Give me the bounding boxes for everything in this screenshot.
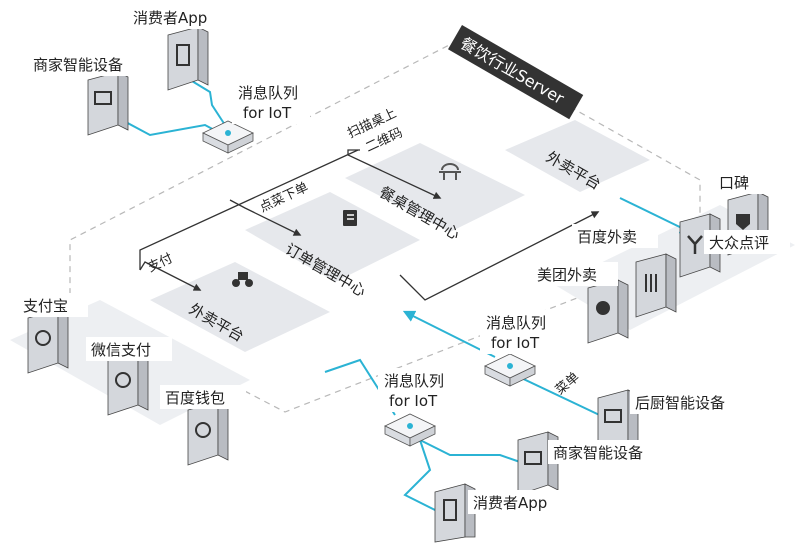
label-text: for IoT: [389, 392, 438, 410]
label-text: 后厨智能设备: [635, 394, 725, 412]
label-wechat-pay: 微信支付: [86, 337, 172, 361]
connector-takeout-right: [619, 197, 693, 234]
queue-box-bottom: [384, 413, 436, 447]
wechat-icon: [115, 372, 131, 388]
label-baidu-wallet: 百度钱包: [160, 385, 246, 409]
label-queue-right: 消息队列 for IoT: [480, 310, 558, 354]
alipay-icon: [35, 330, 51, 346]
fork-icon: [645, 274, 657, 292]
pay-flow-line: [139, 261, 202, 291]
label-alipay: 支付宝: [18, 293, 88, 317]
label-text: 美团外卖: [537, 266, 597, 284]
device-baidu-wallet: [187, 401, 229, 466]
label-text: for IoT: [243, 104, 292, 122]
label-text: 商家智能设备: [33, 56, 123, 74]
connector-queue-merchant-bottom: [419, 439, 521, 463]
table-center-hub: [345, 143, 525, 232]
order-to-takeout-line: [399, 211, 600, 301]
device-wechat-pay: [107, 351, 149, 416]
label-meituan: 美团外卖: [532, 262, 618, 286]
label-text: 百度钱包: [165, 389, 225, 407]
queue-box-right: [484, 353, 536, 387]
device-baidu-takeout: [635, 253, 677, 318]
meituan-icon: [596, 301, 610, 315]
server-title-tag: 餐饮行业Server: [448, 25, 584, 120]
connector-queue-app-bottom: [403, 439, 446, 516]
connector-queue-kitchen: [514, 374, 611, 421]
server-boundary: [69, 41, 701, 413]
phone-icon-bottom: [443, 499, 457, 521]
connector-app-top: [181, 74, 226, 126]
label-text: 消费者App: [133, 9, 207, 27]
delivery-icon: [232, 272, 253, 287]
queue-box-top: [202, 120, 254, 154]
label-text: 支付宝: [23, 297, 68, 315]
merchant-monitor-icon: [524, 451, 542, 465]
label-koubei: 口碑: [714, 170, 764, 194]
label-text: 消息队列: [384, 372, 444, 390]
label-consumer-app-top: 消费者App: [128, 5, 224, 29]
label-merchant-top: 商家智能设备: [28, 52, 148, 76]
table-icon: [439, 163, 461, 180]
label-queue-top: 消息队列 for IoT: [232, 80, 310, 124]
takeout-right-hub: [505, 120, 650, 192]
label-text: 大众点评: [709, 234, 769, 252]
device-alipay: [27, 309, 69, 374]
device-merchant-top: [87, 71, 129, 136]
scan-flow-line: [347, 149, 442, 199]
order-flow-line: [229, 199, 302, 236]
branch-flow-line: [139, 149, 359, 270]
device-consumer-app-bottom: [434, 483, 476, 543]
label-text: 微信支付: [91, 341, 151, 359]
device-meituan: [587, 279, 629, 344]
label-merchant-bottom: 商家智能设备: [548, 440, 668, 464]
kitchen-monitor-icon: [604, 409, 622, 423]
label-consumer-app-bottom: 消费者App: [468, 490, 568, 514]
label-text: 口碑: [719, 174, 749, 192]
label-text: 消息队列: [238, 84, 298, 102]
label-text: 商家智能设备: [553, 444, 643, 462]
dianping-icon: [687, 235, 703, 254]
order-center-hub: [245, 192, 420, 282]
koubei-icon: [736, 214, 750, 230]
label-queue-bottom: 消息队列 for IoT: [378, 368, 456, 412]
phone-icon: [176, 44, 190, 66]
label-text: for IoT: [491, 334, 540, 352]
label-text: 消息队列: [486, 314, 546, 332]
server-title: 餐饮行业Server: [457, 33, 568, 108]
label-dianping: 大众点评: [704, 230, 790, 254]
order-icon: [343, 210, 357, 226]
pay-label: 支付: [145, 251, 175, 276]
menu-label: 菜单: [553, 370, 583, 398]
label-text: 消费者App: [473, 494, 547, 512]
label-kitchen: 后厨智能设备: [630, 390, 746, 414]
device-consumer-app-top: [167, 26, 209, 91]
label-text: 百度外卖: [577, 228, 637, 246]
label-baidu-takeout: 百度外卖: [572, 224, 658, 248]
wallet-icon: [195, 422, 211, 438]
monitor-icon: [94, 91, 112, 105]
